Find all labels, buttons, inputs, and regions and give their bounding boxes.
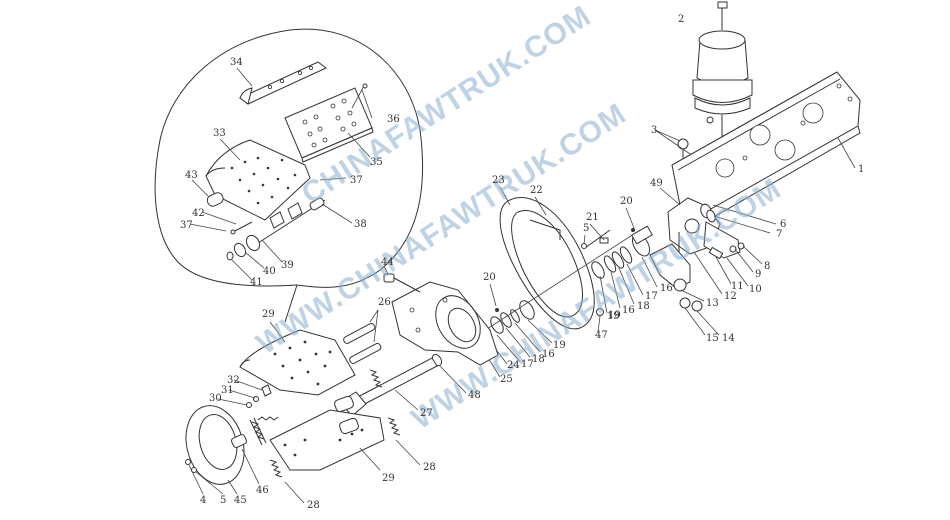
part-label-48: 48 <box>468 390 481 401</box>
part-23-dust-shield <box>499 196 611 330</box>
part-label-29b: 29 <box>382 473 395 484</box>
part-label-31: 31 <box>221 385 234 396</box>
part-label-13: 13 <box>706 298 719 309</box>
part-label-27: 27 <box>420 408 433 419</box>
part-label-5b: 5 <box>583 223 589 234</box>
part-label-33: 33 <box>213 128 226 139</box>
part-label-49: 49 <box>650 178 663 189</box>
part-label-2: 2 <box>678 14 684 25</box>
part-label-29a: 29 <box>262 309 275 320</box>
part-21-bolt <box>599 237 609 244</box>
part-47-bolt <box>596 308 604 316</box>
part-label-19a: 19 <box>608 310 621 321</box>
part-label-39: 39 <box>281 260 294 271</box>
part-label-38: 38 <box>354 219 367 230</box>
part-label-1: 1 <box>858 164 864 175</box>
part-label-25: 25 <box>500 374 513 385</box>
slack-adjuster-assembly <box>649 197 745 312</box>
part-31 <box>253 396 259 402</box>
part-label-16b: 16 <box>622 305 635 316</box>
part-1-mounting-bracket <box>671 71 861 223</box>
part-label-6: 6 <box>780 219 786 230</box>
part-label-36: 36 <box>387 114 400 125</box>
part-label-28b: 28 <box>307 500 320 511</box>
part-44-bolt <box>383 265 421 293</box>
part-32 <box>261 384 272 397</box>
brake-spider-housing <box>391 281 499 366</box>
detail-callout-bubble <box>154 28 424 323</box>
leader-lines-detail <box>189 67 373 281</box>
part-label-28a: 28 <box>423 462 436 473</box>
part-label-43: 43 <box>185 170 198 181</box>
part-34-lining-strip <box>239 61 327 105</box>
part-label-12: 12 <box>724 291 737 302</box>
part-label-3: 3 <box>651 125 657 136</box>
part-label-34: 34 <box>230 57 243 68</box>
part-label-8: 8 <box>764 261 770 272</box>
part-26-anchor-pins <box>343 309 382 364</box>
part-label-42: 42 <box>192 208 205 219</box>
part-label-35: 35 <box>370 157 383 168</box>
leader-lines-left <box>188 321 381 495</box>
part-30 <box>246 402 252 408</box>
part-label-19b: 19 <box>553 340 566 351</box>
part-label-17b: 17 <box>521 359 534 370</box>
part-label-4: 4 <box>200 495 206 506</box>
part-label-30: 30 <box>209 393 222 404</box>
part-label-9: 9 <box>755 269 761 280</box>
axis-line <box>469 229 641 341</box>
seal-stack-right <box>591 225 653 279</box>
part-29-brake-shoe-upper <box>239 329 356 396</box>
part-label-16a: 16 <box>660 283 673 294</box>
part-label-20b: 20 <box>483 272 496 283</box>
leader-lines-middle <box>479 186 658 378</box>
part-label-45: 45 <box>234 495 247 506</box>
part-35-lining-plate <box>284 87 374 163</box>
part-label-22: 22 <box>530 185 543 196</box>
part-label-46: 46 <box>256 485 269 496</box>
part-label-23: 23 <box>492 175 505 186</box>
leader-lines-right <box>659 187 777 336</box>
part-label-17a: 17 <box>645 291 658 302</box>
shoe-pins-group <box>206 177 347 261</box>
part-label-14: 14 <box>722 333 735 344</box>
part-label-37a: 37 <box>350 175 363 186</box>
part-label-10: 10 <box>749 284 762 295</box>
part-label-15: 15 <box>706 333 719 344</box>
part-label-44: 44 <box>381 257 394 268</box>
part-36-rivet <box>351 85 365 109</box>
part-label-47: 47 <box>595 330 608 341</box>
part-label-5a: 5 <box>220 495 226 506</box>
part-33-brake-shoe <box>205 139 311 221</box>
part-label-20a: 20 <box>620 196 633 207</box>
part-label-7: 7 <box>776 229 782 240</box>
part-label-40: 40 <box>263 266 276 277</box>
part-label-41: 41 <box>250 277 263 288</box>
part-46-roller <box>231 433 247 449</box>
part-label-37b: 37 <box>180 220 193 231</box>
part-label-24: 24 <box>507 360 520 371</box>
part-29-brake-shoe-lower <box>269 395 385 471</box>
part-label-32: 32 <box>227 375 240 386</box>
part-label-18a: 18 <box>637 301 650 312</box>
part-label-21: 21 <box>586 212 599 223</box>
part-label-26: 26 <box>378 297 391 308</box>
part-label-11: 11 <box>731 281 744 292</box>
part-label-16c: 16 <box>542 349 555 360</box>
part-28-return-springs <box>249 369 421 504</box>
part-label-19c: 19 <box>607 311 620 322</box>
part-label-18b: 18 <box>532 354 545 365</box>
